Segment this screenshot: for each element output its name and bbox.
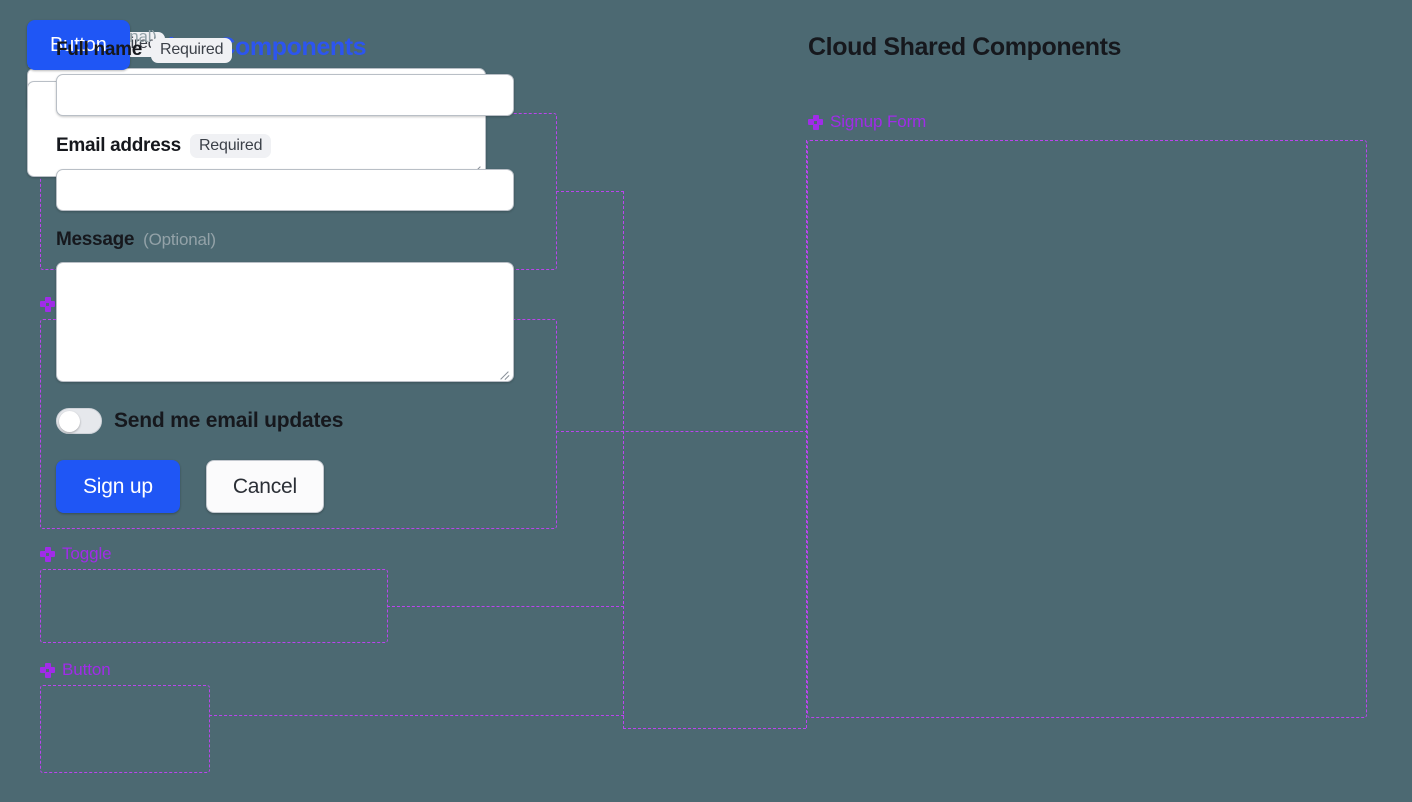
email-input[interactable]: [56, 169, 514, 212]
section-header-signup-form: Signup Form: [808, 112, 926, 132]
email-updates-toggle[interactable]: [56, 408, 102, 435]
form-actions: Sign up Cancel: [56, 460, 514, 514]
textarea-wrapper: [56, 262, 514, 383]
field-label: Message: [56, 229, 135, 251]
connector-button-h1: [209, 715, 624, 716]
signup-form: Full name Required Email address Require…: [56, 38, 514, 514]
section-label: Button: [62, 660, 111, 679]
email-field-group: Email address Required: [56, 133, 514, 212]
connector-toggle-h1: [387, 606, 624, 607]
section-header-toggle: Toggle: [40, 544, 112, 564]
required-badge: Required: [150, 38, 233, 63]
diamond-components-icon: [40, 546, 55, 562]
connector-signup-v: [806, 140, 807, 728]
section-header-button: Button: [40, 660, 111, 680]
component-card-toggle: [40, 569, 388, 643]
button-component: Button: [27, 20, 130, 70]
message-textarea[interactable]: [56, 262, 514, 383]
connector-textinput-h1: [556, 191, 624, 192]
sign-up-button[interactable]: Sign up: [56, 460, 180, 514]
cancel-button[interactable]: Cancel: [205, 460, 324, 514]
diamond-components-icon: [40, 296, 55, 312]
component-card-button: [40, 685, 210, 773]
required-badge: Required: [189, 133, 272, 159]
field-label-row: Message (Optional): [56, 229, 514, 251]
field-label-row: Email address Required: [56, 133, 514, 159]
field-label: Email address: [56, 134, 181, 156]
email-updates-label: Send me email updates: [114, 409, 344, 433]
connector-textinput-h2: [623, 728, 806, 729]
page-title-cloud: Cloud Shared Components: [808, 33, 1122, 61]
message-field-group: Message (Optional): [56, 229, 514, 383]
full-name-input[interactable]: [56, 73, 514, 116]
connector-textarea-h: [556, 431, 808, 432]
email-updates-toggle-row: Send me email updates: [56, 408, 514, 435]
section-label: Signup Form: [830, 112, 927, 131]
optional-tag: (Optional): [143, 230, 216, 250]
component-card-signup-form: [807, 140, 1367, 718]
field-label-row: Full name Required: [56, 38, 514, 63]
section-label: Toggle: [62, 544, 112, 563]
diamond-components-icon: [40, 662, 55, 678]
toggle-knob: [59, 410, 80, 432]
demo-button[interactable]: Button: [27, 20, 130, 70]
connector-textinput-v: [623, 191, 624, 729]
field-label: Full name: [56, 39, 142, 61]
full-name-field-group: Full name Required: [56, 38, 514, 116]
diamond-components-icon: [808, 114, 823, 130]
